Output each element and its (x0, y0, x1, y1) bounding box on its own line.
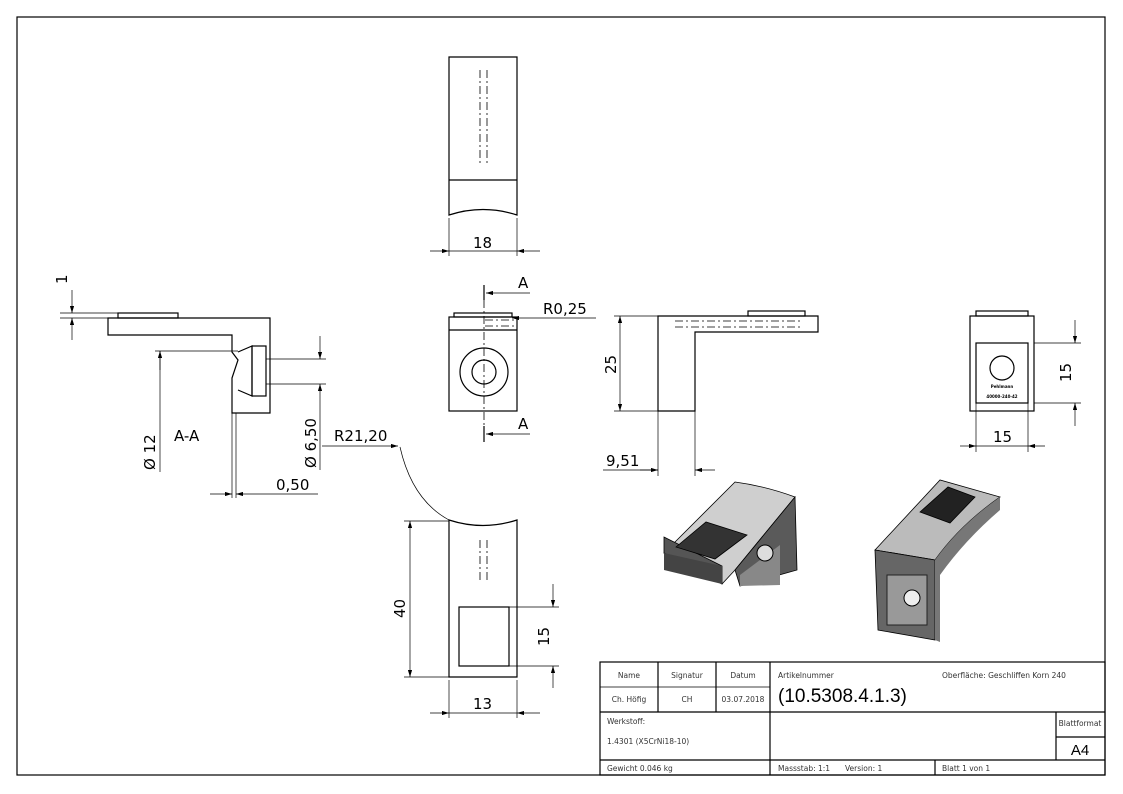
oberflaeche: Oberfläche: Geschliffen Korn 240 (942, 671, 1066, 680)
engraving-line-1: Pehlmann (991, 384, 1014, 389)
title-block: Name Signatur Datum Ch. Höfig CH 03.07.2… (599, 661, 1106, 776)
isometric-view-2 (874, 479, 1001, 642)
section-marker-bottom: A (518, 415, 529, 433)
artikelnummer-value: (10.5308.4.1.3) (778, 686, 907, 707)
massstab: Massstab: 1:1 (778, 764, 830, 773)
dim-bottom-pocket: 15 (535, 627, 553, 646)
right-view: Pehlmann 40000-240-42 15 15 (960, 310, 1081, 452)
version: Version: 1 (845, 764, 882, 773)
front-view: A A R0,25 (448, 274, 596, 442)
isometric-view-1 (663, 481, 798, 587)
werkstoff-label: Werkstoff: (607, 717, 645, 726)
dim-radius-large: R21,20 (334, 427, 387, 445)
blattformat-value: A4 (1071, 742, 1089, 759)
datum-value: 03.07.2018 (722, 695, 765, 704)
section-title: A-A (174, 427, 200, 445)
dim-radius-small: R0,25 (543, 300, 587, 318)
dim-section-thickness: 1 (53, 274, 71, 284)
name-value: Ch. Höfig (612, 695, 647, 704)
section-view-a-a: 1 Ø 12 A-A Ø 6,50 0,50 (53, 274, 326, 498)
bottom-view: 40 15 13 (391, 519, 559, 718)
dim-section-hole: Ø 6,50 (302, 418, 320, 468)
side-view: 25 9,51 (602, 310, 819, 476)
dim-side-offset: 9,51 (606, 452, 639, 470)
dim-top-width: 18 (473, 234, 492, 252)
dim-bottom-width: 13 (473, 695, 492, 713)
radius-callout: R21,20 (322, 427, 450, 521)
section-marker-top: A (518, 274, 529, 292)
dim-section-recess: 0,50 (276, 476, 309, 494)
dim-bottom-length: 40 (391, 599, 409, 618)
signatur-header: Signatur (671, 671, 704, 680)
dim-right-width: 15 (993, 428, 1012, 446)
gewicht: Gewicht 0.046 kg (607, 764, 673, 773)
werkstoff-value: 1.4301 (X5CrNi18-10) (607, 737, 689, 746)
blattformat-label: Blattformat (1059, 719, 1102, 728)
artikelnummer-label: Artikelnummer (778, 671, 835, 680)
dim-section-bore: Ø 12 (141, 434, 159, 470)
dim-side-height: 25 (602, 355, 620, 374)
blatt: Blatt 1 von 1 (942, 764, 990, 773)
dim-right-height: 15 (1057, 363, 1075, 382)
engraving-line-2: 40000-240-42 (986, 394, 1017, 399)
signatur-value: CH (682, 695, 693, 704)
top-view: 18 (430, 56, 540, 256)
name-header: Name (618, 671, 641, 680)
drawing-border (16, 16, 1106, 776)
datum-header: Datum (730, 671, 755, 680)
